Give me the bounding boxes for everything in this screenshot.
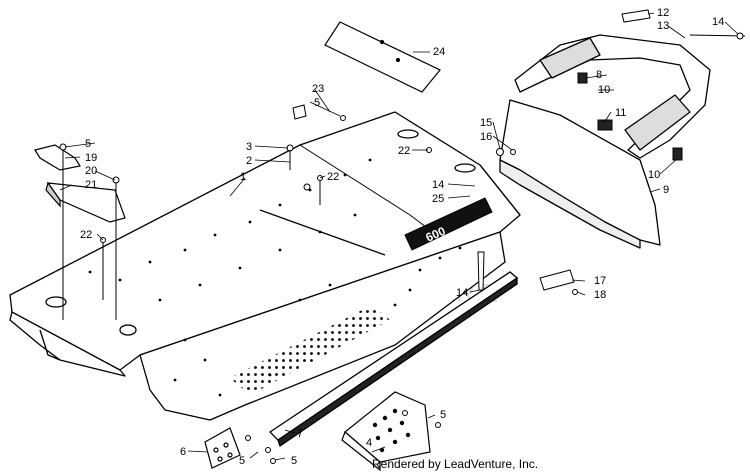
- leader-lines: [59, 12, 739, 461]
- callout-21: 21: [85, 179, 97, 191]
- callout-4: 4: [366, 437, 372, 449]
- callout-10-b: 10: [648, 169, 660, 181]
- traction-dot-area: [230, 305, 390, 395]
- callout-9: 9: [663, 184, 669, 196]
- callout-11: 11: [615, 107, 626, 119]
- callout-5-a: 5: [85, 138, 91, 150]
- callout-24: 24: [433, 46, 445, 58]
- callout-14-b: 14: [432, 179, 444, 191]
- left-brackets: [34, 144, 126, 223]
- rivet-holes: [88, 158, 462, 397]
- callout-19: 19: [85, 152, 97, 164]
- tunnel-body: [9, 111, 521, 421]
- callout-22-b: 22: [398, 145, 410, 157]
- callout-22-c: 22: [327, 171, 339, 183]
- callout-5-b: 5: [314, 97, 320, 109]
- callout-20: 20: [85, 165, 97, 177]
- callout-14-a: 14: [712, 16, 724, 28]
- callout-5-d: 5: [239, 455, 245, 467]
- callout-8: 8: [596, 69, 602, 81]
- running-board: [268, 271, 519, 448]
- callout-labels: 1 2 3 4 5 5 5 5 5 6 7 8 9 10 10 11 12 13…: [80, 7, 724, 467]
- callout-22-a: 22: [80, 229, 92, 241]
- snow-flap: [324, 21, 441, 93]
- callout-5-e: 5: [291, 455, 297, 467]
- reflector-plate: [621, 9, 651, 23]
- rear-bumper: [514, 34, 711, 159]
- footrest-bracket: [341, 391, 431, 472]
- rear-hood: [499, 99, 661, 249]
- callout-13: 13: [657, 20, 669, 32]
- callout-12: 12: [657, 7, 669, 19]
- callout-7: 7: [297, 428, 303, 440]
- callout-6: 6: [180, 446, 186, 458]
- callout-2: 2: [246, 155, 252, 167]
- small-plate: [292, 104, 307, 120]
- mount-plate: [204, 427, 241, 469]
- callout-10-a: 10: [598, 84, 610, 96]
- callout-3: 3: [246, 141, 252, 153]
- callout-23: 23: [312, 83, 324, 95]
- rear-reflector: [539, 269, 575, 291]
- callout-25: 25: [432, 193, 444, 205]
- callout-16: 16: [480, 131, 492, 143]
- callout-1: 1: [240, 171, 246, 183]
- callout-15: 15: [480, 117, 492, 129]
- callout-18: 18: [594, 289, 606, 301]
- callout-14-c: 14: [456, 287, 468, 299]
- callout-17: 17: [594, 275, 606, 287]
- credit-text: Rendered by LeadVenture, Inc.: [372, 457, 539, 471]
- callout-5-c: 5: [440, 409, 446, 421]
